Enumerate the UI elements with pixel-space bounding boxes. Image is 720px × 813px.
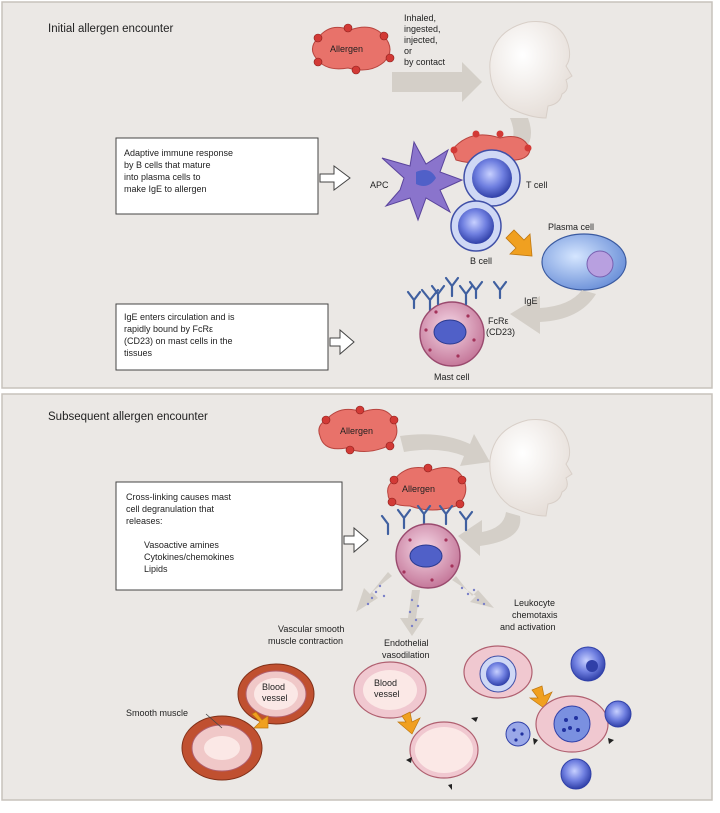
plasma-cell-label: Plasma cell	[548, 222, 594, 232]
allergen-label-top: Allergen	[330, 44, 363, 54]
allergen-shape-bottom: Allergen	[318, 405, 399, 455]
plasma-cell: Plasma cell	[541, 222, 627, 291]
svg-text:by B cells that mature: by B cells that mature	[124, 160, 211, 170]
differentiation-arrow	[505, 229, 533, 257]
svg-text:tissues: tissues	[124, 348, 153, 358]
constriction-arrow	[251, 711, 269, 729]
t-cell: T cell	[463, 149, 547, 207]
svg-text:vessel: vessel	[262, 693, 288, 703]
re-exposure-arrow	[400, 434, 490, 466]
svg-text:Vasoactive amines: Vasoactive amines	[144, 540, 219, 550]
mast-cell-label: Mast cell	[434, 372, 470, 382]
exposure-routes: Inhaled, ingested, injected, or by conta…	[404, 13, 446, 67]
svg-text:Blood: Blood	[262, 682, 285, 692]
svg-text:injected,: injected,	[404, 35, 438, 45]
callout-adaptive-response: Adaptive immune response by B cells that…	[115, 137, 351, 215]
panel-initial-encounter: Initial allergen encounter Allergen Inha…	[1, 1, 713, 389]
panel-bottom-title: Subsequent allergen encounter	[48, 411, 208, 423]
b-cell: B cell	[450, 200, 502, 266]
svg-text:ingested,: ingested,	[404, 24, 441, 34]
vessel-smooth-muscle-before: Blood vessel	[237, 663, 315, 725]
allergen-label-bottom-2: Allergen	[402, 484, 435, 494]
svg-text:and activation: and activation	[500, 622, 556, 632]
vessel-endothelial-after	[406, 717, 479, 790]
ige-arrow	[510, 290, 596, 334]
allergen-label-bottom-1: Allergen	[340, 426, 373, 436]
panel-subsequent-encounter: Subsequent allergen encounter Allergen	[1, 393, 713, 801]
svg-text:(CD23): (CD23)	[486, 327, 515, 337]
svg-text:muscle contraction: muscle contraction	[268, 636, 343, 646]
panel-bottom-background	[1, 393, 713, 801]
exposure-arrow	[392, 62, 482, 102]
svg-text:Vascular smooth: Vascular smooth	[278, 624, 344, 634]
smooth-muscle-label: Smooth muscle	[126, 708, 188, 718]
panel-top-title: Initial allergen encounter	[48, 23, 173, 35]
apc-cell: APC	[370, 140, 464, 222]
svg-text:vasodilation: vasodilation	[382, 650, 430, 660]
b-cell-label: B cell	[470, 256, 492, 266]
recruitment-arrow	[528, 685, 553, 709]
svg-text:IgE enters circulation and is: IgE enters circulation and is	[124, 312, 235, 322]
svg-text:Cross-linking causes mast: Cross-linking causes mast	[126, 492, 232, 502]
callout-ige-binding: IgE enters circulation and is rapidly bo…	[115, 303, 355, 371]
svg-text:(CD23) on mast cells in the: (CD23) on mast cells in the	[124, 336, 233, 346]
label-leukocyte: Leukocyte chemotaxis and activation	[500, 598, 558, 632]
svg-text:Lipids: Lipids	[144, 564, 168, 574]
ige-label: IgE	[524, 296, 538, 306]
to-mast-arrow	[458, 512, 521, 556]
allergen-shape-top: Allergen	[312, 23, 395, 75]
svg-text:Leukocyte: Leukocyte	[514, 598, 555, 608]
svg-text:Blood: Blood	[374, 678, 397, 688]
svg-text:by contact: by contact	[404, 57, 446, 67]
svg-text:Inhaled,: Inhaled,	[404, 13, 436, 23]
leukocyte-cluster	[463, 645, 632, 790]
label-endothelial: Endothelial vasodilation	[382, 638, 430, 660]
person-head-bottom	[489, 418, 573, 517]
mast-cell-top: Mast cell	[419, 284, 485, 382]
mast-cell-bottom	[395, 523, 461, 589]
vessel-smooth-muscle-after	[181, 715, 263, 781]
svg-text:Adaptive immune response: Adaptive immune response	[124, 148, 233, 158]
svg-text:chemotaxis: chemotaxis	[512, 610, 558, 620]
svg-text:cell degranulation that: cell degranulation that	[126, 504, 215, 514]
svg-text:Cytokines/chemokines: Cytokines/chemokines	[144, 552, 235, 562]
label-vascular: Vascular smooth muscle contraction	[268, 624, 344, 646]
vessel-endothelial-before: Blood vessel	[353, 661, 427, 719]
person-head-top	[489, 20, 573, 119]
callout-degranulation: Cross-linking causes mast cell degranula…	[115, 481, 369, 591]
svg-text:FcRε: FcRε	[488, 316, 509, 326]
dilation-arrow	[397, 711, 421, 735]
svg-text:make IgE to allergen: make IgE to allergen	[124, 184, 207, 194]
apc-label: APC	[370, 180, 389, 190]
svg-text:releases:: releases:	[126, 516, 163, 526]
t-cell-label: T cell	[526, 180, 547, 190]
fcre-label: FcRε (CD23)	[486, 316, 515, 337]
svg-text:or: or	[404, 46, 412, 56]
allergen-crosslink: Allergen	[387, 463, 467, 511]
svg-text:vessel: vessel	[374, 689, 400, 699]
svg-text:rapidly bound by FcRε: rapidly bound by FcRε	[124, 324, 213, 334]
svg-text:Endothelial: Endothelial	[384, 638, 429, 648]
mediator-release-arrows	[356, 572, 494, 636]
svg-text:into plasma cells to: into plasma cells to	[124, 172, 201, 182]
crosslinked-ige	[380, 504, 474, 536]
